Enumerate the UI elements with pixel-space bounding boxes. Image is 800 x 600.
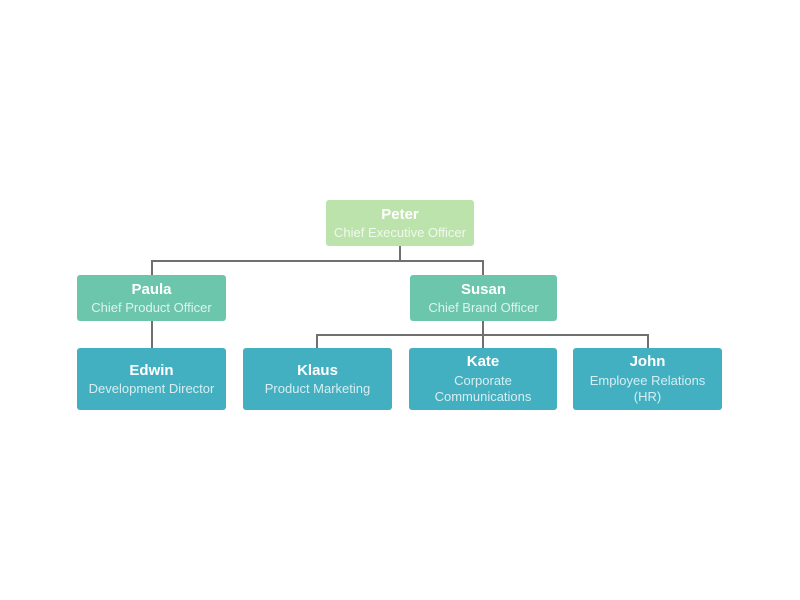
org-node-edwin[interactable]: Edwin Development Director (77, 348, 226, 410)
org-node-klaus[interactable]: Klaus Product Marketing (243, 348, 392, 410)
connector-susan-down (482, 321, 484, 335)
node-name: Klaus (297, 361, 338, 379)
connector-paula-edwin (151, 321, 153, 349)
connector-drop-susan (482, 260, 484, 276)
node-title: Chief Product Officer (91, 299, 212, 315)
node-title: Product Marketing (264, 380, 371, 396)
node-title: Development Director (88, 380, 215, 396)
connector-level2-rail (151, 260, 484, 262)
node-title: Chief Executive Officer (334, 224, 466, 240)
org-node-peter[interactable]: Peter Chief Executive Officer (326, 200, 474, 246)
node-title: Employee Relations (HR) (589, 372, 706, 405)
connector-drop-kate (482, 334, 484, 349)
node-name: Paula (131, 280, 172, 298)
org-node-john[interactable]: John Employee Relations (HR) (573, 348, 722, 410)
connector-peter-down (399, 246, 401, 261)
org-node-susan[interactable]: Susan Chief Brand Officer (410, 275, 557, 321)
node-name: John (629, 353, 666, 371)
org-node-paula[interactable]: Paula Chief Product Officer (77, 275, 226, 321)
org-node-kate[interactable]: Kate Corporate Communications (409, 348, 557, 410)
connector-drop-paula (151, 260, 153, 276)
connector-drop-klaus (316, 334, 318, 349)
node-title: Chief Brand Officer (428, 299, 539, 315)
node-name: Peter (381, 205, 419, 223)
node-name: Edwin (129, 361, 174, 379)
node-name: Susan (460, 280, 506, 298)
node-name: Kate (466, 353, 500, 371)
connector-drop-john (647, 334, 649, 349)
node-title: Corporate Communications (434, 372, 532, 405)
